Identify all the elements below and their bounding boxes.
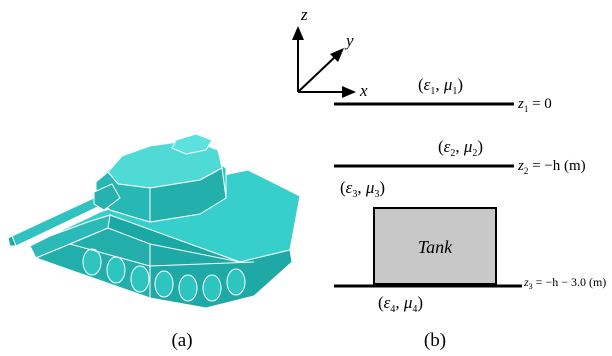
z-axis-label: z: [300, 5, 308, 24]
panel-a-caption: (a): [171, 330, 192, 351]
coordinate-axes: [292, 26, 356, 98]
layer-4-parameters: (ε4, μ4): [378, 293, 423, 315]
tank-box: [373, 207, 497, 285]
layer-2-parameters: (ε2, μ2): [438, 137, 483, 159]
x-axis-label: x: [359, 81, 368, 100]
tank-3d-model-icon: [7, 133, 301, 309]
interface-1-label: z1 = 0: [517, 96, 552, 114]
interface-3-label: z3 = −h − 3.0 (m): [523, 275, 606, 291]
interface-2-label: z2 = −h (m): [517, 158, 586, 176]
layer-3-parameters: (ε3, μ3): [340, 178, 385, 200]
y-axis-label: y: [344, 31, 354, 50]
tank-label: Tank: [418, 237, 453, 257]
panel-b-caption: (b): [424, 330, 446, 351]
layer-1-parameters: (ε1, μ1): [418, 75, 463, 97]
